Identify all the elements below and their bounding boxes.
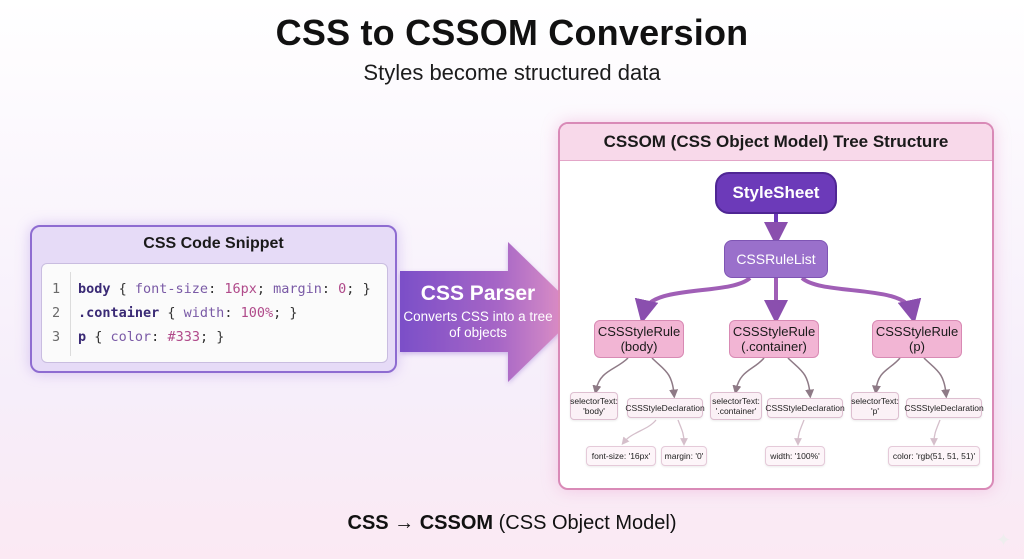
property-node: width: '100%' [765, 446, 825, 466]
connector-rule1-selector [592, 357, 629, 395]
rule-selector-label: (p) [909, 339, 925, 354]
connector-decl2-prop1 [794, 419, 805, 446]
selector-text-label: selectorText: [712, 396, 760, 406]
property-node: font-size: '16px' [586, 446, 656, 466]
footer-strong: CSS → CSSOM [347, 512, 494, 534]
code-selector: body [78, 281, 111, 297]
selector-text-node-container: selectorText: '.container' [710, 392, 762, 420]
code-selector: p [78, 329, 87, 345]
connector-rulelist-rule1 [634, 276, 752, 324]
connector-rule2-decl [787, 357, 815, 399]
line-number: 3 [52, 329, 61, 345]
connector-rule1-decl [651, 357, 679, 399]
code-box: 1 body { font-size: 16px; margin: 0; } 2 .c… [41, 263, 388, 363]
sparkle-icon: ✦ [996, 530, 1012, 550]
selector-text-value: 'body' [583, 406, 605, 416]
rule-type-label: CSSStyleRule [875, 324, 959, 339]
selector-text-value: '.container' [715, 406, 757, 416]
code-brace: { [86, 329, 111, 345]
code-value: 16px [224, 281, 257, 297]
code-semicolon: ; [346, 281, 363, 297]
code-semicolon: ; [199, 329, 217, 345]
code-value: 0 [338, 281, 347, 297]
line-number: 2 [52, 305, 61, 321]
code-semicolon: ; [273, 305, 290, 321]
line-number-gutter [70, 272, 71, 356]
property-node: color: 'rgb(51, 51, 51)' [888, 446, 980, 466]
declaration-node-body: CSSStyleDeclaration [625, 398, 705, 418]
rule-selector-label: (.container) [741, 339, 807, 354]
code-brace: { [159, 305, 184, 321]
code-selector: .container [78, 305, 160, 321]
code-value: #333 [167, 329, 200, 345]
code-text: p { color: #333; } [78, 326, 224, 348]
code-brace: } [289, 305, 298, 321]
rule-type-label: CSSStyleRule [732, 324, 816, 339]
footer-normal: (CSS Object Model) [498, 512, 677, 534]
footer-caption: CSS → CSSOM (CSS Object Model) [0, 512, 1024, 535]
code-brace: } [362, 281, 371, 297]
property-node: margin: '0' [661, 446, 707, 466]
page-subtitle: Styles become structured data [363, 60, 661, 85]
code-colon: : [321, 281, 339, 297]
tree-connectors [592, 214, 951, 446]
line-number: 1 [52, 281, 61, 297]
code-value: 100% [240, 305, 274, 321]
parser-title: CSS Parser [420, 282, 536, 305]
code-property: font-size [134, 281, 209, 297]
selector-text-node-body: selectorText: 'body' [570, 392, 618, 420]
code-brace: { [110, 281, 135, 297]
code-colon: : [224, 305, 241, 321]
connector-rule2-selector [732, 357, 765, 395]
connector-rule3-selector [871, 357, 901, 395]
rule-selector-label: (body) [620, 339, 658, 354]
connector-decl3-prop1 [930, 419, 941, 446]
declaration-node-container: CSSStyleDeclaration [765, 398, 845, 418]
selector-text-node-p: selectorText: 'p' [851, 392, 899, 420]
code-colon: : [208, 281, 225, 297]
style-rule-node-container: CSSStyleRule (.container) [729, 320, 819, 358]
tree-panel-header [560, 124, 992, 161]
code-semicolon: ; [256, 281, 274, 297]
connector-decl1-prop1 [621, 419, 657, 446]
tree-panel-title: CSSOM (CSS Object Model) Tree Structure [603, 132, 949, 151]
code-colon: : [151, 329, 168, 345]
code-property: color [110, 329, 152, 345]
stylesheet-node: StyleSheet [715, 172, 837, 214]
rule-type-label: CSSStyleRule [597, 324, 681, 339]
code-panel-title: CSS Code Snippet [143, 235, 284, 252]
connector-rulelist-rule3 [800, 276, 922, 324]
css-code-panel: CSS Code Snippet 1 body { font-size: 16px… [30, 225, 397, 373]
code-property: margin [273, 281, 322, 297]
declaration-node-p: CSSStyleDeclaration [904, 398, 984, 418]
selector-text-value: 'p' [871, 406, 879, 416]
rule-list-node: CSSRuleList [724, 240, 828, 278]
selector-text-label: selectorText: [570, 396, 618, 406]
style-rule-node-p: CSSStyleRule (p) [872, 320, 962, 358]
cssom-tree-panel: CSSOM (CSS Object Model) Tree Structure [558, 122, 994, 490]
connector-decl1-prop2 [677, 419, 688, 446]
parser-description: Converts CSS into a tree of objects [403, 309, 553, 340]
code-text: .container { width: 100%; } [78, 302, 298, 324]
page-title: CSS to CSSOM Conversion [275, 12, 749, 53]
code-property: width [183, 305, 225, 321]
connector-rule3-decl [923, 357, 951, 399]
code-brace: } [216, 329, 225, 345]
style-rule-node-body: CSSStyleRule (body) [594, 320, 684, 358]
code-text: body { font-size: 16px; margin: 0; } [78, 278, 371, 300]
parser-arrow-icon [400, 242, 580, 382]
selector-text-label: selectorText: [851, 396, 899, 406]
